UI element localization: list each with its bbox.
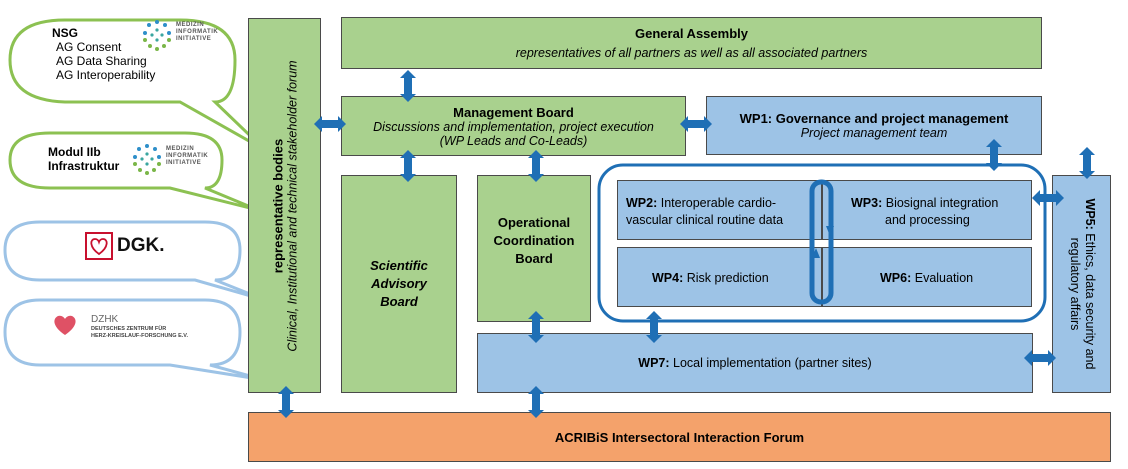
mii-line3: INITIATIVE (176, 36, 212, 42)
dzhk-logo: DZHK DEUTSCHES ZENTRUM FÜR HERZ-KREISLAU… (44, 312, 214, 352)
operational-board-line2: Coordination (493, 233, 575, 248)
dzhk-title: DZHK (91, 314, 119, 325)
modul-line1: Modul IIb (48, 145, 101, 159)
dgk-label: DGK. (117, 235, 165, 256)
general-assembly-box: General Assembly representatives of all … (341, 17, 1042, 69)
representative-bodies-box: representative bodies Clinical, Institut… (248, 18, 321, 393)
dgk-text: DGK. (117, 235, 165, 257)
scientific-board-line3: Board (380, 294, 418, 309)
dgk-heart-icon (85, 232, 113, 260)
wp7-box: WP7: Local implementation (partner sites… (477, 333, 1033, 393)
mii-line2: INFORMATIK (166, 153, 209, 159)
management-board-line2: (WP Leads and Co-Leads) (439, 133, 588, 148)
wp6-text: Evaluation (914, 271, 974, 285)
management-board-box: Management Board Discussions and impleme… (341, 96, 686, 156)
wp5-code: WP5: (1082, 198, 1097, 230)
wp3-line1: Biosignal integration (885, 196, 999, 210)
general-assembly-title: General Assembly (635, 26, 748, 41)
wp1-subtitle: Project management team (800, 126, 948, 140)
wp5-text: Ethics, data security and regulatory aff… (1067, 233, 1097, 370)
mii-text-2: MEDIZIN INFORMATIK INITIATIVE (166, 146, 208, 167)
nsg-bubble (8, 18, 267, 152)
mii-text-1: MEDIZIN INFORMATIK INITIATIVE (176, 22, 218, 43)
wp3-box: WP3: Biosignal integration and processin… (822, 180, 1032, 240)
wp2-line1: Interoperable cardio- (660, 196, 777, 210)
nsg-title: NSG (52, 26, 79, 40)
wp1-title: WP1: Governance and project management (739, 111, 1009, 126)
wp4-box: WP4: Risk prediction (617, 247, 822, 307)
wp6-box: WP6: Evaluation (822, 247, 1032, 307)
scientific-board-label: Scientific Advisory Board (370, 257, 428, 311)
operational-board-line1: Operational (497, 215, 571, 230)
dgk-logo: DGK. (85, 232, 195, 262)
mii-logo-1: MEDIZIN INFORMATIK INITIATIVE (140, 18, 218, 54)
mii-line1: MEDIZIN (176, 22, 205, 28)
dzhk-heart-icon (54, 315, 76, 335)
wp3-code: WP3: (851, 196, 883, 210)
wp7-label: WP7: Local implementation (partner sites… (638, 356, 871, 370)
wp5-label: WP5: Ethics, data security and regulator… (1067, 182, 1097, 387)
scientific-advisory-board-box: Scientific Advisory Board (341, 175, 457, 393)
dzhk-line2: HERZ-KREISLAUF-FORSCHUNG E.V. (91, 333, 188, 339)
wp2-label: WP2: Interoperable cardio- vascular clin… (626, 195, 783, 229)
management-board-line1: Discussions and implementation, project … (373, 119, 654, 134)
dzhk-subtitle: DEUTSCHES ZENTRUM FÜR HERZ-KREISLAUF-FOR… (91, 326, 188, 340)
wp7-text: Local implementation (partner sites) (673, 356, 872, 370)
wp2-line2: vascular clinical routine data (626, 213, 784, 227)
wp6-label: WP6: Evaluation (880, 271, 973, 285)
mii-line1: MEDIZIN (166, 146, 195, 152)
mii-dots-icon (143, 20, 171, 51)
modul-line2: Infrastruktur (48, 159, 120, 173)
representative-bodies-subtitle: Clinical, Institutional and technical st… (285, 59, 299, 352)
wp4-code: WP4: (652, 271, 684, 285)
mii-dots-icon (133, 144, 161, 175)
wp2-code: WP2: (626, 196, 658, 210)
wp2-box: WP2: Interoperable cardio- vascular clin… (617, 180, 822, 240)
nsg-item-data-sharing: AG Data Sharing (56, 54, 147, 68)
wp4-label: WP4: Risk prediction (652, 271, 769, 285)
wp6-code: WP6: (880, 271, 912, 285)
operational-board-label: Operational Coordination Board (478, 214, 590, 268)
nsg-item-consent: AG Consent (56, 40, 122, 54)
operational-coordination-board-box: Operational Coordination Board (477, 175, 591, 322)
wp5-box: WP5: Ethics, data security and regulator… (1052, 175, 1111, 393)
wp3-line2: and processing (885, 213, 970, 227)
modul-callout: Modul IIb Infrastruktur (48, 145, 119, 173)
mii-line3: INITIATIVE (166, 160, 202, 166)
nsg-item-interoperability: AG Interoperability (56, 68, 156, 82)
wp7-code: WP7: (638, 356, 670, 370)
interaction-forum-box: ACRIBiS Intersectoral Interaction Forum (248, 412, 1111, 462)
management-board-title: Management Board (453, 104, 574, 120)
interaction-forum-title: ACRIBiS Intersectoral Interaction Forum (554, 429, 805, 445)
wp4-text: Risk prediction (686, 271, 769, 285)
mii-logo-2: MEDIZIN INFORMATIK INITIATIVE (130, 142, 208, 178)
wp1-box: WP1: Governance and project management P… (706, 96, 1042, 155)
wp3-label: WP3: Biosignal integration and processin… (851, 195, 998, 229)
scientific-board-line2: Advisory (371, 276, 427, 291)
general-assembly-subtitle: representatives of all partners as well … (515, 46, 868, 60)
representative-bodies-title: representative bodies (270, 138, 285, 273)
dzhk-line1: DEUTSCHES ZENTRUM FÜR (91, 326, 167, 332)
operational-board-line3: Board (515, 251, 553, 266)
mii-line2: INFORMATIK (176, 29, 219, 35)
nsg-callout: NSG AG Consent AG Data Sharing AG Intero… (52, 26, 155, 82)
scientific-board-line1: Scientific (370, 258, 428, 273)
